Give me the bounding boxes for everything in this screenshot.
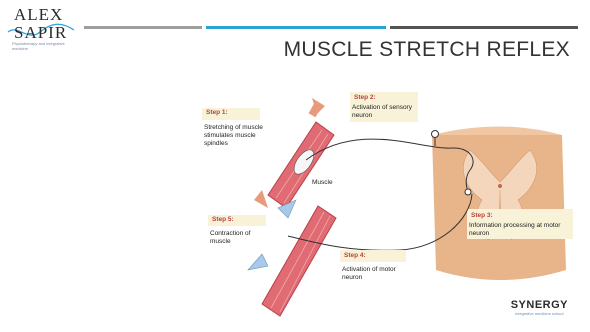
lower-muscle-fiber-1	[271, 212, 324, 308]
step1-desc: Stretching of muscle stimulates muscle s…	[204, 124, 268, 148]
step1-title: Step 1:	[204, 108, 230, 117]
step2-title: Step 2:	[352, 93, 378, 102]
step5-title: Step 5:	[210, 215, 236, 224]
step3-title: Step 3:	[469, 211, 495, 220]
muscle-label: Muscle	[312, 179, 333, 187]
synergy-logo: SYNERGY integrative medicine school	[511, 299, 568, 316]
step5-desc: Contraction of muscle	[210, 230, 266, 246]
motor-neuron-body	[465, 189, 471, 195]
synergy-tagline: integrative medicine school	[511, 311, 568, 316]
step2-desc: Activation of sensory neuron	[352, 104, 416, 120]
stretch-arrow-down	[254, 190, 268, 208]
step3-desc: Information processing at motor neuron	[469, 222, 569, 238]
contract-arrow-lower	[248, 254, 268, 270]
sensory-ganglion	[432, 131, 439, 138]
spinal-cord-top	[432, 127, 562, 136]
step4-title: Step 4:	[342, 251, 368, 260]
central-canal	[498, 184, 502, 188]
synergy-brand: SYNERGY	[511, 299, 568, 311]
lower-muscle	[262, 206, 336, 316]
step4-desc: Activation of motor neuron	[342, 266, 404, 282]
